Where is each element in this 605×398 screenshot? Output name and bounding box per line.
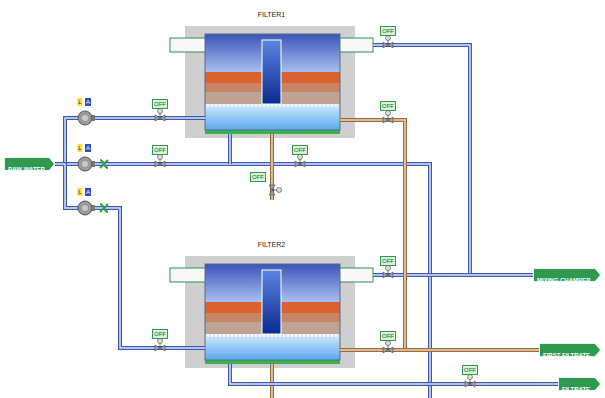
- line-tag: MIXING CHAMBER: [533, 268, 601, 282]
- node-label: FILTER1: [170, 8, 373, 18]
- valve-state: OFF: [380, 331, 396, 341]
- pipe-connector: [373, 120, 539, 350]
- node-label: FIRST FILTRATE: [539, 348, 598, 362]
- pump-mode: L: [77, 98, 82, 106]
- valve-symbol: [155, 109, 165, 122]
- line-tag: FIRST FILTRATE: [539, 343, 601, 357]
- valve-symbol: [295, 155, 305, 168]
- valve-state: OFF: [152, 329, 168, 339]
- pump-mode: L: [77, 188, 82, 196]
- pipe-core: [373, 274, 533, 276]
- node-label: MIXING CHAMBER: [533, 273, 599, 287]
- pipe-core: [373, 45, 533, 275]
- valve-symbol: [155, 339, 165, 352]
- check-valve: [100, 160, 108, 168]
- valve-state: OFF: [380, 101, 396, 111]
- pipe-outline: [373, 348, 539, 352]
- valve-symbol: [269, 185, 282, 195]
- pipe-connector: [373, 275, 533, 276]
- pipe-connector: [373, 350, 539, 351]
- valve-symbol: [383, 111, 393, 124]
- pump-symbol: [78, 157, 95, 171]
- filter-unit: FILTER1: [170, 8, 373, 138]
- valve-symbol: [383, 266, 393, 279]
- pump-symbol: [78, 201, 95, 215]
- pipe-core: [230, 368, 558, 384]
- check-valve: [100, 204, 108, 212]
- node-label: FILTRATE: [558, 382, 598, 396]
- line-tag: RAW WATER: [4, 157, 55, 171]
- node-label: FILTER2: [170, 238, 373, 248]
- pipe-core: [55, 118, 170, 164]
- pipe-outline: [55, 118, 170, 164]
- pump-mode: A: [85, 188, 91, 196]
- pump-mode: L: [77, 144, 82, 152]
- valve-state: OFF: [380, 26, 396, 36]
- filter-unit: FILTER2: [170, 238, 373, 368]
- line-tag: FILTRATE: [558, 377, 601, 391]
- valve-state: OFF: [380, 256, 396, 266]
- valve-state: OFF: [152, 99, 168, 109]
- pump-mode: A: [85, 144, 91, 152]
- pipe-outline: [230, 368, 558, 384]
- valve-state: OFF: [152, 145, 168, 155]
- filter-tank: [170, 26, 373, 138]
- pipe-outline: [373, 45, 533, 275]
- pipe-outline: [373, 273, 533, 277]
- pipe-core: [55, 164, 170, 348]
- pipe-connector: [55, 164, 170, 348]
- pipe-core: [373, 120, 539, 350]
- pipe-outline: [373, 120, 539, 350]
- valve-symbol: [383, 341, 393, 354]
- valve-state: OFF: [250, 172, 266, 182]
- pump-symbol: [78, 111, 95, 125]
- valve-symbol: [383, 36, 393, 49]
- pipe-connector: [55, 118, 170, 164]
- pipe-outline: [55, 164, 170, 348]
- pipe-core: [373, 349, 539, 351]
- pipe-connector: [230, 368, 558, 384]
- pipe-connector: [373, 45, 533, 275]
- valve-state: OFF: [462, 365, 478, 375]
- valve-state: OFF: [292, 145, 308, 155]
- valve-symbol: [155, 155, 165, 168]
- filter-tank: [170, 256, 373, 368]
- node-label: RAW WATER: [4, 162, 53, 176]
- valve-symbol: [465, 375, 475, 388]
- pump-mode: A: [85, 98, 91, 106]
